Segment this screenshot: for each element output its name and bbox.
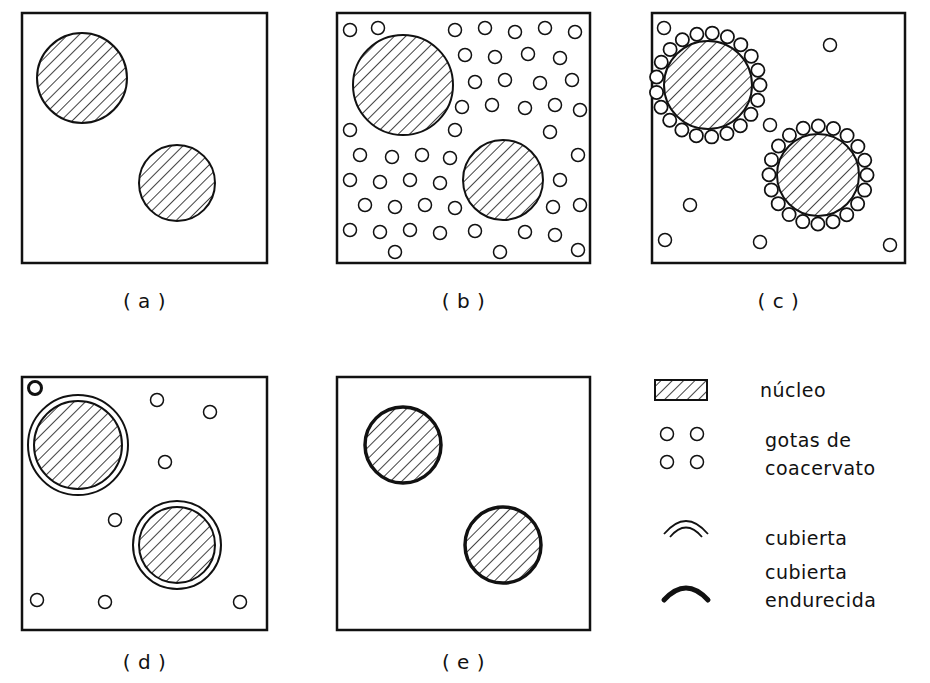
legend-droplet-sample (661, 428, 704, 469)
core-particles (34, 401, 215, 583)
panel-frame (22, 13, 267, 263)
legend-text: cubierta endurecida (765, 558, 897, 614)
panel-label: ( b ) (337, 287, 590, 315)
panel-frame (337, 377, 590, 630)
legend-shell-sample (664, 521, 708, 537)
legend-hardened-shell-sample (664, 588, 708, 600)
panel-label: ( a ) (22, 287, 267, 315)
legend-text: núcleo (760, 376, 920, 404)
panel-label: ( d ) (22, 648, 267, 676)
panel-frame (22, 377, 267, 630)
hardened-capsules (365, 407, 541, 583)
core-particles (353, 35, 543, 220)
core-particles (664, 41, 859, 216)
legend-text: cubierta (765, 524, 925, 552)
legend-text: gotas de coacervato (765, 426, 897, 482)
panel-frame (652, 13, 905, 263)
coacervate-droplets (344, 22, 587, 259)
core-particles (37, 33, 215, 221)
coacervate-droplets (29, 382, 247, 609)
coating-shell (28, 395, 221, 589)
panel-frame (337, 13, 590, 263)
panel-label: ( e ) (337, 648, 590, 676)
panel-label: ( c ) (652, 287, 905, 315)
droplet-ring (656, 33, 867, 224)
legend-core-sample (655, 380, 707, 400)
coacervate-droplets (658, 22, 897, 252)
